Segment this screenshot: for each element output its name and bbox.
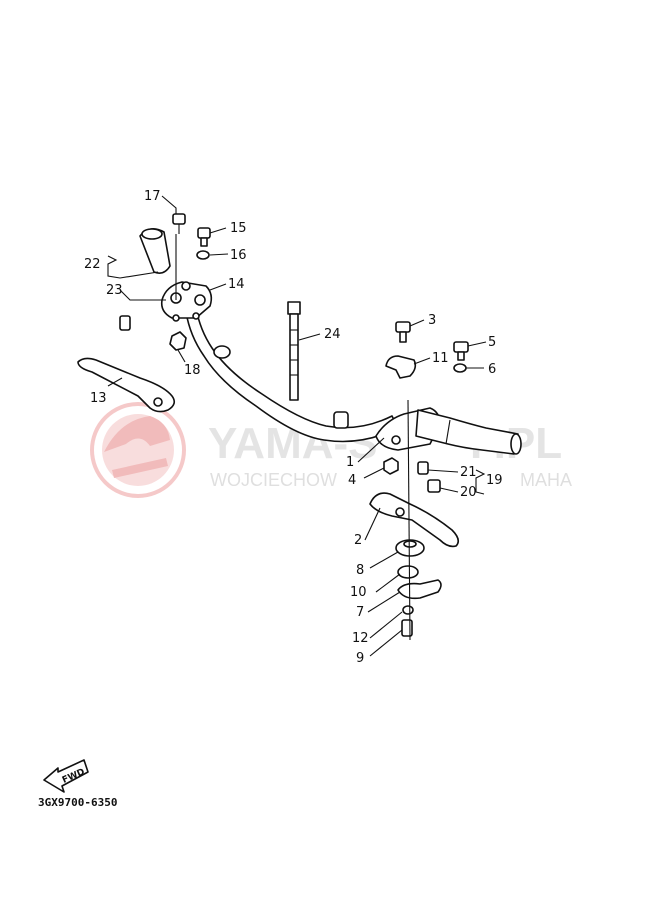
callout-12: 12 [352, 631, 369, 646]
callout-24: 24 [324, 327, 341, 342]
bolt-17 [172, 213, 186, 234]
callout-20: 20 [460, 485, 477, 500]
bolt-5 [453, 341, 469, 361]
callout-2: 2 [354, 533, 362, 548]
drawing-code: 3GX9700-6350 [38, 796, 117, 809]
callout-1: 1 [346, 455, 354, 470]
left-lever-holder [139, 228, 213, 322]
callout-17: 17 [144, 189, 161, 204]
spring-10 [397, 565, 419, 579]
collar-8 [395, 539, 425, 557]
clutch-lever-13 [77, 357, 176, 413]
callout-11: 11 [432, 351, 449, 366]
watermark: YAMA-S P.PL WOJCIECHOW MAHA [90, 402, 572, 498]
callout-3: 3 [428, 313, 436, 328]
callout-21: 21 [460, 465, 477, 480]
washer-6 [453, 363, 467, 373]
callout-4: 4 [348, 473, 356, 488]
callout-13: 13 [90, 391, 107, 406]
bracket-11 [385, 355, 417, 379]
nut-16 [196, 250, 210, 260]
callout-23: 23 [106, 283, 123, 298]
callout-16: 16 [230, 248, 247, 263]
right-lever-holder [375, 407, 522, 455]
bolt-15 [197, 227, 211, 247]
leader-lines [107, 195, 487, 657]
callout-18: 18 [184, 363, 201, 378]
watermark-subtitle-end: MAHA [520, 470, 572, 490]
brake-lever-2 [369, 492, 460, 548]
callout-6: 6 [488, 362, 496, 377]
callout-19: 19 [486, 473, 503, 488]
callout-5: 5 [488, 335, 496, 350]
screw-20 [427, 479, 441, 493]
callout-9: 9 [356, 651, 364, 666]
nut-18 [169, 331, 187, 351]
callout-labels: 17 15 16 22 14 23 24 3 11 5 6 18 13 1 4 … [84, 189, 503, 666]
adjuster-7 [397, 579, 442, 600]
bolt-9 [401, 619, 413, 637]
screw-23 [119, 315, 131, 331]
callout-22: 22 [84, 257, 101, 272]
callout-8: 8 [356, 563, 364, 578]
cable-tie-24 [287, 301, 301, 401]
callout-10: 10 [350, 585, 367, 600]
fwd-arrow-icon: FWD [43, 759, 89, 793]
callout-14: 14 [228, 277, 245, 292]
watermark-logo [90, 402, 186, 498]
callout-15: 15 [230, 221, 247, 236]
watermark-subtitle: WOJCIECHOW [210, 470, 337, 490]
nut-4 [383, 457, 399, 475]
callout-7: 7 [356, 605, 364, 620]
washer-12 [402, 605, 414, 615]
bolt-3 [395, 321, 411, 343]
screw-21 [417, 461, 429, 475]
